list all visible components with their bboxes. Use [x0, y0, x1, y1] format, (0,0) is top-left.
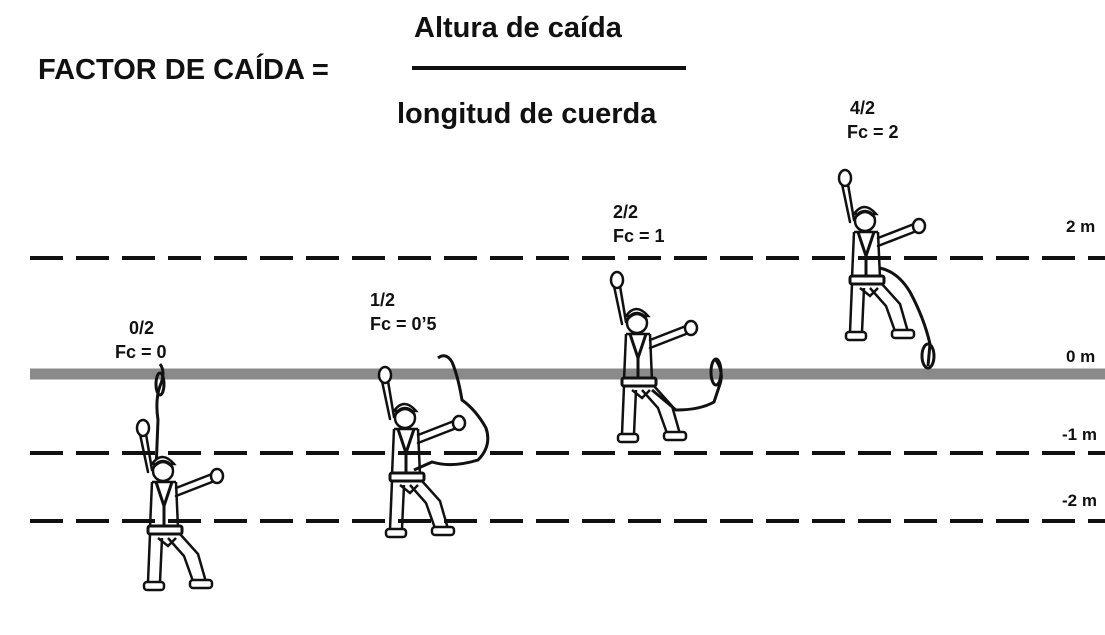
case-ratio: 2/2	[613, 202, 639, 222]
case-ratio: 0/2	[129, 318, 155, 338]
rope-fc-0	[154, 363, 165, 471]
level-label-2m: 2 m	[1066, 217, 1096, 236]
formula-label: FACTOR DE CAÍDA =	[38, 54, 329, 86]
case-factor: Fc = 0	[115, 342, 167, 362]
case-label-fc-0: 0/2 Fc = 0	[115, 316, 167, 364]
rope-fc-2	[879, 266, 932, 367]
level-label-0m: 0 m	[1066, 347, 1096, 366]
fraction-bar	[412, 66, 686, 70]
case-factor: Fc = 1	[613, 226, 665, 246]
climber-fc-0	[135, 363, 225, 592]
formula-denominator: longitud de cuerda	[397, 98, 657, 130]
rope-fc-05	[413, 354, 490, 472]
case-label-fc-1: 2/2 Fc = 1	[613, 200, 665, 248]
level-label-minus1m: -1 m	[1062, 425, 1097, 444]
case-ratio: 4/2	[850, 98, 876, 118]
climber-fc-1	[609, 270, 723, 444]
climber-fc-05	[377, 354, 490, 539]
case-ratio: 1/2	[370, 290, 396, 310]
climber-fc-2	[837, 168, 936, 370]
level-label-minus2m: -2 m	[1062, 491, 1097, 510]
formula-numerator: Altura de caída	[414, 12, 622, 44]
anchor-fc-2	[920, 342, 936, 370]
anchor-fc-0	[154, 371, 166, 397]
anchor-fc-1	[709, 357, 723, 387]
case-factor: Fc = 0’5	[370, 314, 437, 334]
case-label-fc-05: 1/2 Fc = 0’5	[370, 288, 437, 336]
case-label-fc-2: 4/2 Fc = 2	[847, 96, 899, 144]
case-factor: Fc = 2	[847, 122, 899, 142]
